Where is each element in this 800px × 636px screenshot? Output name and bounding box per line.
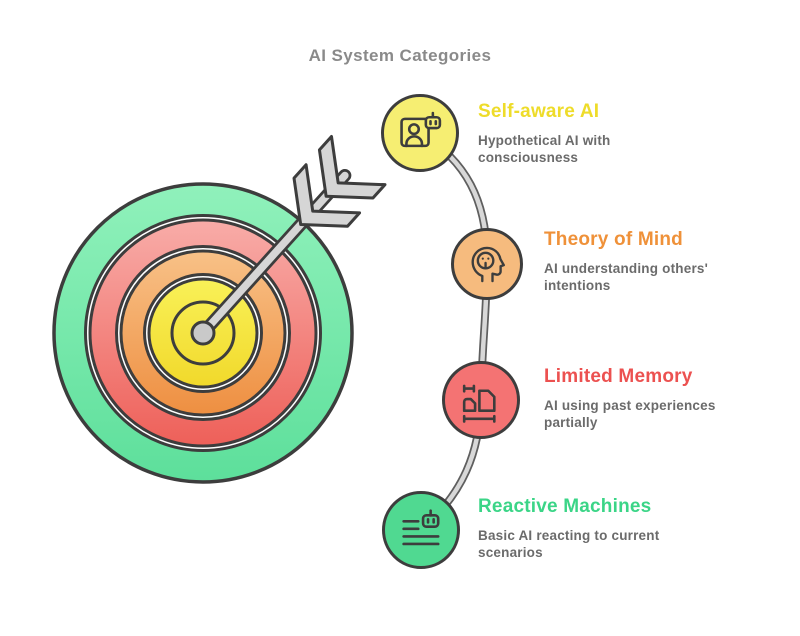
category-description: AI using past experiences partially — [544, 398, 716, 430]
head-mind-icon — [471, 246, 506, 283]
arrow-graphic — [200, 135, 387, 336]
arrow-impact-dot — [190, 320, 216, 346]
category-self-aware-ai: Self-aware AI Hypothetical AI with consc… — [478, 101, 611, 166]
category-name: Theory of Mind — [544, 229, 683, 250]
memory-cards-icon — [462, 384, 496, 423]
arrow-fletching — [292, 135, 387, 228]
id-badge-robot-icon — [400, 111, 442, 148]
category-description: Hypothetical AI with consciousness — [478, 133, 611, 165]
connector-curve — [416, 129, 492, 534]
page-title: AI System Categories — [308, 46, 492, 65]
node-self-aware-ai — [381, 94, 459, 172]
node-reactive-machines — [382, 491, 460, 569]
node-theory-of-mind — [451, 228, 523, 300]
category-description: AI understanding others' intentions — [544, 261, 709, 293]
category-reactive-machines: Reactive Machines Basic AI reacting to c… — [478, 496, 659, 561]
list-robot-icon — [402, 509, 440, 546]
category-theory-of-mind: Theory of Mind AI understanding others' … — [544, 229, 708, 294]
category-name: Self-aware AI — [478, 101, 600, 122]
category-name: Limited Memory — [544, 366, 693, 387]
node-limited-memory — [442, 361, 520, 439]
category-name: Reactive Machines — [478, 496, 652, 517]
category-limited-memory: Limited Memory AI using past experiences… — [544, 366, 716, 431]
category-description: Basic AI reacting to current scenarios — [478, 528, 660, 560]
